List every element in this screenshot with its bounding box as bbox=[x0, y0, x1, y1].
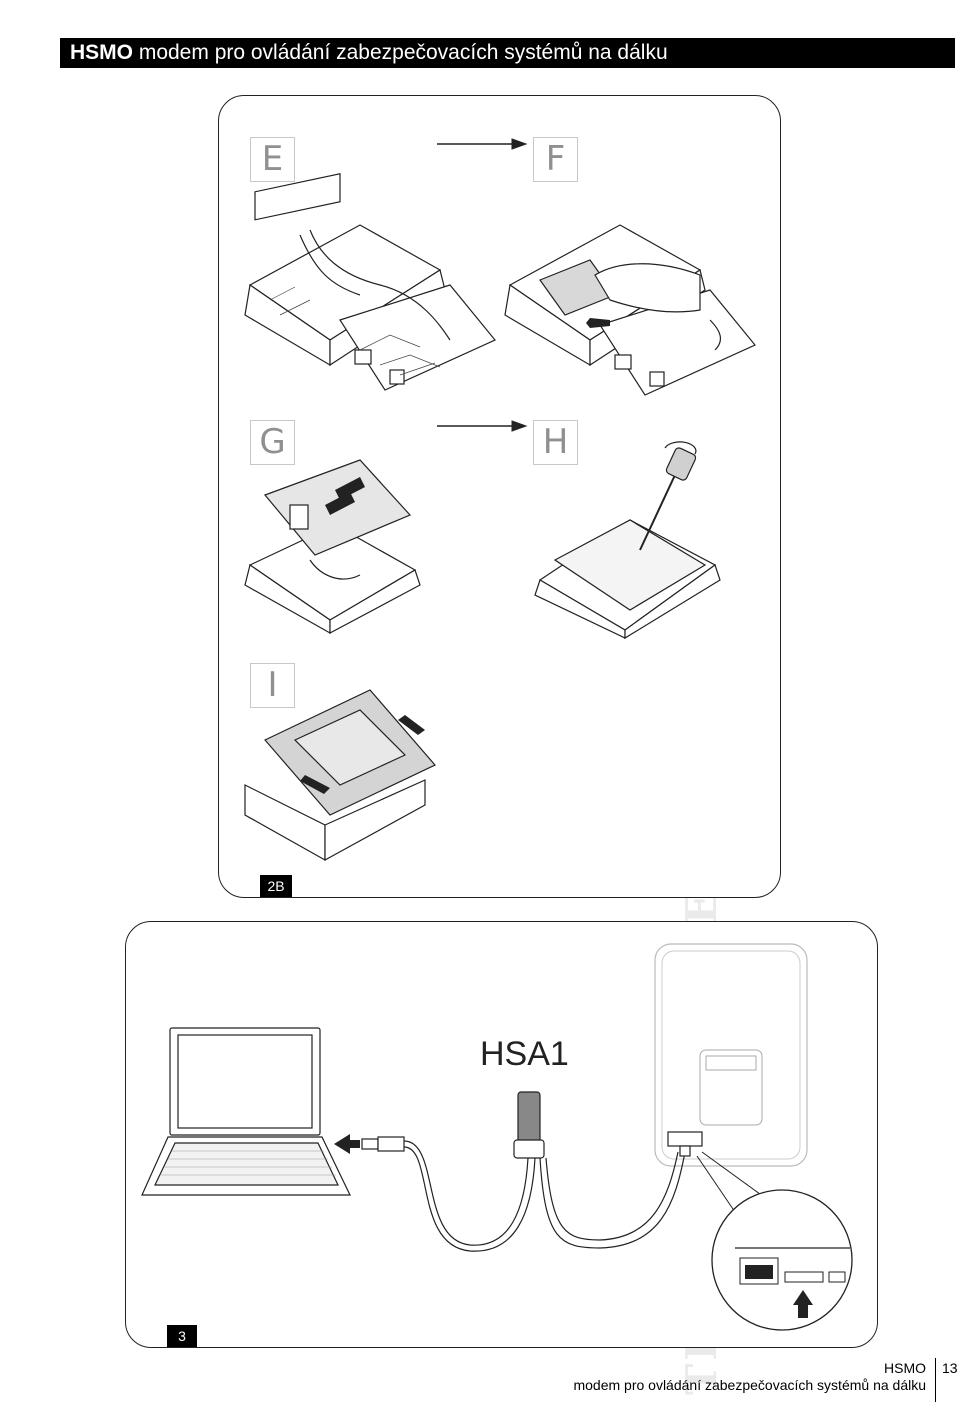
illustration-step-g bbox=[244, 459, 421, 635]
laptop-icon bbox=[141, 1027, 351, 1196]
arrow-g-to-h bbox=[437, 420, 528, 432]
step-label-f: F bbox=[533, 137, 578, 182]
arrow-e-to-f bbox=[437, 138, 528, 150]
connector-detail-magnifier bbox=[711, 1189, 853, 1331]
header-title-bold: HSMO bbox=[70, 41, 133, 64]
hsa1-adapter bbox=[513, 1091, 545, 1159]
figure-tag-2b: 2B bbox=[260, 875, 292, 897]
illustration-step-e bbox=[244, 173, 496, 391]
step-label-e: E bbox=[250, 137, 295, 182]
port-indicator-arrow bbox=[793, 1290, 813, 1318]
step-label-h: H bbox=[533, 420, 578, 465]
usb-plug bbox=[361, 1136, 405, 1152]
serial-connector bbox=[667, 1131, 703, 1157]
keypad-icon bbox=[699, 1049, 763, 1126]
illustration-step-i bbox=[244, 689, 436, 862]
page-header: HSMO modem pro ovládání zabezpečovacích … bbox=[60, 38, 955, 68]
hsa1-label: HSA1 bbox=[480, 1035, 569, 1073]
illustration-step-f bbox=[504, 224, 756, 396]
figure-tag-3: 3 bbox=[167, 1325, 197, 1347]
page-number: 13 bbox=[942, 1360, 958, 1376]
footer-subtitle: modem pro ovládání zabezpečovacích systé… bbox=[573, 1377, 926, 1393]
footer-divider bbox=[935, 1358, 936, 1402]
footer-title: HSMO bbox=[884, 1360, 926, 1376]
header-title-rest: modem pro ovládání zabezpečovacích systé… bbox=[133, 41, 668, 64]
step-label-g: G bbox=[250, 420, 295, 465]
step-label-i: I bbox=[250, 663, 295, 708]
illustration-step-h bbox=[534, 441, 721, 640]
usb-connector-arrow bbox=[334, 1134, 360, 1154]
